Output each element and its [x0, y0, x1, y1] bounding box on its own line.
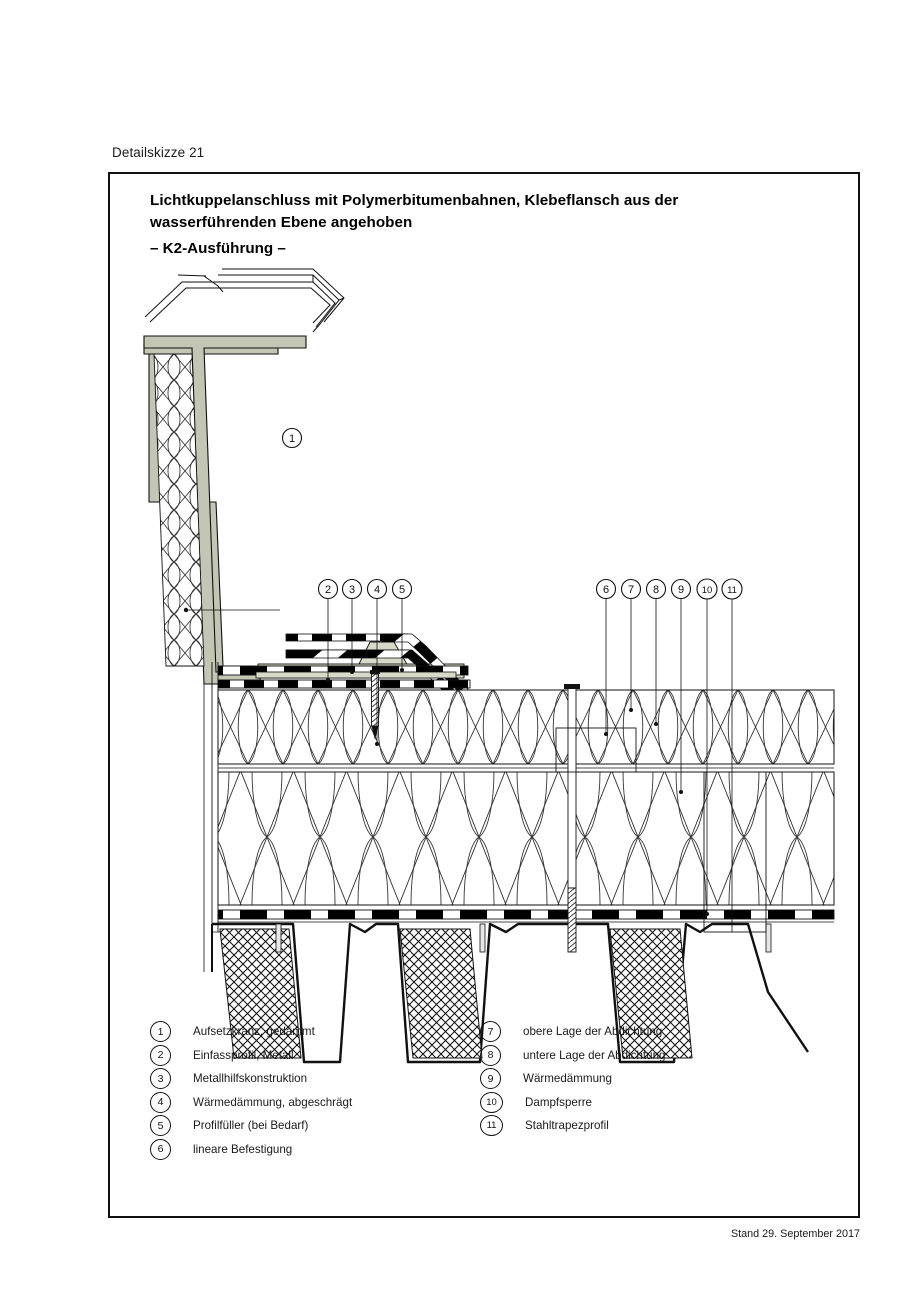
legend-badge-3: 3	[150, 1068, 171, 1090]
legend-badge-10: 10	[480, 1091, 503, 1113]
linear-fixing-plate	[555, 727, 767, 933]
sheet-label: Detailskizze 21	[112, 145, 205, 160]
legend-badge-1: 1	[150, 1021, 171, 1043]
legend-label-4: Wärmedämmung, abgeschrägt	[193, 1095, 353, 1109]
callout-number-4: 4	[374, 584, 380, 596]
upstand-assembly	[143, 268, 345, 685]
callout-number-6: 6	[603, 584, 609, 596]
legend-label-8: untere Lage der Abdichtung	[523, 1048, 666, 1062]
callout-number-5: 5	[399, 584, 405, 596]
legend-badge-2: 2	[150, 1044, 171, 1066]
legend-item-11: 11 Stahltrapezprofil	[480, 1114, 810, 1138]
callout-leader-6	[604, 599, 608, 736]
callout-bubbles-left: 2 3 4 5	[317, 578, 413, 600]
callout-bubble-6: 6	[595, 578, 617, 600]
roof-buildup	[203, 633, 835, 1064]
title-block: Lichtkuppelanschluss mit Polymerbitumenb…	[150, 190, 810, 260]
title-line-1: Lichtkuppelanschluss mit Polymerbitumenb…	[150, 192, 679, 209]
legend-item-7: 7 obere Lage der Abdichtung	[480, 1020, 810, 1044]
callout-leader-8	[654, 599, 658, 726]
legend-badge-11: 11	[480, 1115, 503, 1137]
legend-label-7: obere Lage der Abdichtung	[523, 1025, 663, 1039]
legend-label-1: Aufsetzkranz, gedämmt	[193, 1025, 315, 1039]
legend-item-6: 6 lineare Befestigung	[150, 1138, 480, 1162]
callout-leader-9	[679, 599, 683, 794]
callout-1-leader	[183, 607, 280, 613]
upstand-insulation-core	[153, 353, 205, 667]
vapour-barrier	[217, 909, 835, 923]
callout-bubble-7: 7	[620, 578, 642, 600]
callout-bubble-3: 3	[341, 578, 363, 600]
legend-column-left: 1 Aufsetzkranz, gedämmt 2 Einfassprofil, Me…	[150, 1020, 480, 1161]
legend-label-9: Wärmedämmung	[523, 1072, 612, 1086]
metal-cover-flashing	[144, 268, 345, 333]
legend-label-2: Einfassprofil, Metall	[193, 1048, 294, 1062]
long-tube-fastener	[564, 684, 580, 953]
callout-bubble-11: 11	[721, 578, 743, 600]
callout-leader-5	[400, 599, 404, 672]
deck-fasteners	[275, 923, 772, 953]
legend-item-2: 2 Einfassprofil, Metall	[150, 1044, 480, 1068]
callout-bubble-4: 4	[366, 578, 388, 600]
callout-number-11: 11	[727, 585, 737, 596]
callout-bubble-1: 1	[281, 427, 303, 449]
callout-leader-7	[629, 599, 633, 712]
callout-number-10: 10	[702, 585, 713, 596]
callout-number-3: 3	[349, 584, 355, 596]
callout-bubble-10: 10	[696, 578, 718, 600]
steel-trapezoidal-deck	[211, 922, 809, 1064]
callout-leader-2	[326, 599, 330, 682]
callout-bubbles-right: 6 7 8 9 10 11	[595, 578, 743, 600]
legend-label-10: Dampfsperre	[525, 1095, 593, 1109]
title-line-3: – K2-Ausführung –	[150, 240, 286, 257]
legend-label-6: lineare Befestigung	[193, 1142, 293, 1156]
thermal-insulation-lower	[217, 771, 835, 906]
legend-badge-7: 7	[480, 1021, 501, 1043]
legend-item-5: 5 Profilfüller (bei Bedarf)	[150, 1114, 480, 1138]
callout-number-8: 8	[653, 584, 659, 596]
callout-number-2: 2	[325, 584, 331, 596]
callout-bubble-8: 8	[645, 578, 667, 600]
callout-leader-3	[350, 599, 354, 674]
svg-text:1: 1	[289, 433, 295, 445]
callout-bubble-5: 5	[391, 578, 413, 600]
thermal-insulation-upper	[217, 689, 835, 765]
legend-item-9: 9 Wärmedämmung	[480, 1067, 810, 1091]
legend-item-8: 8 untere Lage der Abdichtung	[480, 1044, 810, 1068]
callout-number-9: 9	[678, 584, 684, 596]
legend-badge-5: 5	[150, 1115, 171, 1137]
legend-column-right: 7 obere Lage der Abdichtung 8 untere Lage d…	[480, 1020, 810, 1138]
legend-item-1: 1 Aufsetzkranz, gedämmt	[150, 1020, 480, 1044]
callout-number-7: 7	[628, 584, 634, 596]
callout-bubble-2: 2	[317, 578, 339, 600]
roof-left-edge	[203, 662, 236, 972]
legend-badge-9: 9	[480, 1068, 501, 1090]
legend-label-3: Metallhilfskonstruktion	[193, 1072, 308, 1086]
title-line-2: wasserführenden Ebene angehoben	[150, 214, 413, 231]
callout-bubble-9: 9	[670, 578, 692, 600]
legend-item-3: 3 Metallhilfskonstruktion	[150, 1067, 480, 1091]
callout-leaders: 1	[281, 427, 733, 932]
footer-date: Stand 29. September 2017	[730, 1228, 860, 1240]
legend-label-5: Profilfüller (bei Bedarf)	[193, 1119, 309, 1133]
profile-filler	[255, 671, 457, 679]
legend-badge-4: 4	[150, 1091, 171, 1113]
legend-label-11: Stahltrapezprofil	[525, 1119, 609, 1133]
legend-item-10: 10 Dampfsperre	[480, 1091, 810, 1115]
legend-item-4: 4 Wärmedämmung, abgeschrägt	[150, 1091, 480, 1115]
legend-badge-6: 6	[150, 1138, 171, 1160]
legend-badge-8: 8	[480, 1044, 501, 1066]
callout-leader-10	[705, 599, 709, 916]
